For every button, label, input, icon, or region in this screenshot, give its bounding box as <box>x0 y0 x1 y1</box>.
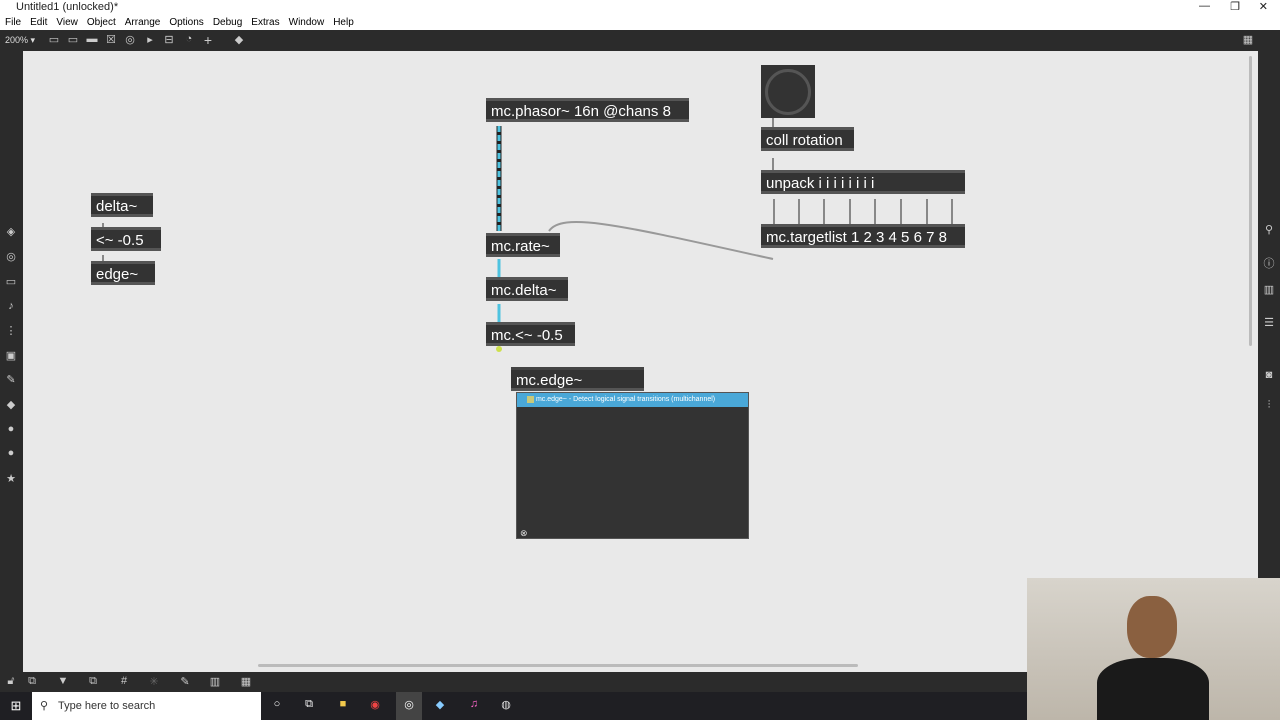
search-icon[interactable]: ⚲ <box>1264 224 1274 236</box>
presenter-shirt <box>1097 658 1209 720</box>
object-icon <box>527 395 534 403</box>
minimize-button[interactable]: — <box>1199 0 1210 12</box>
number-icon[interactable]: ▸ <box>147 34 153 46</box>
app-icon[interactable]: ◍ <box>501 699 511 711</box>
horizontal-scrollbar[interactable] <box>258 664 858 667</box>
object-delta[interactable]: delta~ <box>91 193 153 217</box>
itunes-icon[interactable]: ♫ <box>469 698 479 710</box>
music-icon[interactable]: ♪ <box>8 300 14 312</box>
object-mc-delta[interactable]: mc.delta~ <box>486 277 568 301</box>
add-icon[interactable]: + <box>203 32 213 48</box>
new-view-icon[interactable]: ⧉ <box>89 675 97 687</box>
object-coll[interactable]: coll rotation <box>761 127 854 151</box>
object-edge[interactable]: edge~ <box>91 261 155 285</box>
mixer-icon[interactable]: ⋮ <box>5 325 17 337</box>
object-lt[interactable]: <~ -0.5 <box>91 227 161 251</box>
autocomplete-item-name: mc.edge~ <box>535 396 567 403</box>
object-mc-rate[interactable]: mc.rate~ <box>486 233 560 257</box>
object-box-icon[interactable]: ▭ <box>48 34 60 46</box>
message-icon[interactable]: ▭ <box>67 34 79 46</box>
file-explorer-icon[interactable]: ■ <box>339 698 347 710</box>
camera-icon[interactable]: ◙ <box>1265 369 1273 381</box>
left-sidebar: ◈ ◎ ▭ ♪ ⋮ ▣ ✎ ◆ ● ● ★ <box>0 51 23 672</box>
wrench-icon[interactable]: ✎ <box>180 676 190 688</box>
snap-icon[interactable]: ✳ <box>149 676 159 688</box>
chrome-icon[interactable]: ◉ <box>370 699 380 711</box>
vertical-scrollbar[interactable] <box>1249 56 1252 346</box>
menu-window[interactable]: Window <box>288 17 325 28</box>
title-bar: Untitled1 (unlocked)* — ❐ ✕ <box>0 0 1280 15</box>
menu-edit[interactable]: Edit <box>30 17 48 28</box>
menu-extras[interactable]: Extras <box>251 17 280 28</box>
star-icon[interactable]: ★ <box>6 473 16 485</box>
inspector-icon[interactable]: ⓘ <box>1263 258 1275 270</box>
object-mc-edge-editing[interactable]: mc.edge~ <box>511 367 644 391</box>
settings-icon[interactable]: ⫶ <box>1267 399 1271 411</box>
menu-file[interactable]: File <box>5 17 22 28</box>
image-icon[interactable]: ▣ <box>5 350 17 362</box>
lock-icon[interactable]: 🔓︎ <box>7 675 15 687</box>
patcher-canvas[interactable]: mc.phasor~ 16n @chans 8 coll rotation un… <box>23 51 1258 672</box>
toolbar: 200% ▾ ▭ ▭ ▬ ☒ ◎ ▸ ⊟ ◔ + ◆ ▦ <box>0 30 1280 51</box>
bottom-toolbar: 🔓︎ ⧉ ▼ ⧉ # ✳ ✎ ▥ ▦ <box>0 672 1280 692</box>
menu-view[interactable]: View <box>56 17 78 28</box>
book-icon[interactable]: ▥ <box>1263 284 1275 296</box>
circle-icon[interactable]: ◎ <box>6 251 16 263</box>
max-app-icon[interactable]: ◎ <box>396 692 422 720</box>
button-icon[interactable]: ◎ <box>125 34 135 46</box>
menu-debug[interactable]: Debug <box>212 17 243 28</box>
grid-icon[interactable]: ▦ <box>1242 34 1254 46</box>
paint-icon[interactable]: ◆ <box>234 34 244 46</box>
presenter-face <box>1127 596 1177 658</box>
dial[interactable] <box>761 65 815 118</box>
webcam-overlay <box>1027 578 1280 720</box>
object-mc-lt[interactable]: mc.<~ -0.5 <box>486 322 575 346</box>
object-unpack[interactable]: unpack i i i i i i i i <box>761 170 965 194</box>
info-icon[interactable]: ● <box>7 423 15 435</box>
panel-icon[interactable]: ▭ <box>5 276 17 288</box>
packages-icon[interactable]: ◈ <box>6 226 16 238</box>
taskbar-search-input[interactable]: ⚲ Type here to search <box>32 692 261 720</box>
search-icon: ⚲ <box>40 700 49 712</box>
autocomplete-item-description: - Detect logical signal transitions (mul… <box>566 396 716 403</box>
piano-icon[interactable]: ▥ <box>209 676 221 688</box>
menu-arrange[interactable]: Arrange <box>124 17 161 28</box>
autocomplete-item[interactable]: mc.edge~ - Detect logical signal transit… <box>517 393 748 407</box>
debug-icon[interactable]: ▼ <box>57 675 69 687</box>
plugin-icon[interactable]: ◆ <box>6 399 16 411</box>
windows-start-icon[interactable]: ⊞ <box>10 698 22 713</box>
autocomplete-popup: mc.edge~ - Detect logical signal transit… <box>516 392 749 539</box>
menu-object[interactable]: Object <box>86 17 116 28</box>
comment-icon[interactable]: ▬ <box>86 33 98 45</box>
menu-bar: File Edit View Object Arrange Options De… <box>0 15 1280 30</box>
dial-icon[interactable]: ◔ <box>185 33 193 45</box>
task-view-icon[interactable]: ⧉ <box>305 698 313 710</box>
beap-icon[interactable]: ● <box>7 447 15 459</box>
menu-help[interactable]: Help <box>333 17 354 28</box>
zoom-select[interactable]: 200% ▾ <box>5 35 36 45</box>
steam-icon[interactable]: ◆ <box>435 699 445 711</box>
search-placeholder: Type here to search <box>58 700 156 712</box>
close-button[interactable]: ✕ <box>1258 1 1268 13</box>
close-popup-icon[interactable]: ⊗ <box>520 528 528 538</box>
menu-options[interactable]: Options <box>169 17 204 28</box>
right-sidebar: ⚲ ⓘ ▥ ☰ ◙ ⫶ <box>1258 51 1280 672</box>
object-mc-phasor[interactable]: mc.phasor~ 16n @chans 8 <box>486 98 689 122</box>
window-title: Untitled1 (unlocked)* <box>16 1 119 13</box>
pencil-icon[interactable]: ✎ <box>6 374 16 386</box>
cortana-icon[interactable]: ○ <box>273 698 281 710</box>
keyboard-icon[interactable]: ▦ <box>240 676 252 688</box>
grid-toggle-icon[interactable]: # <box>120 675 128 687</box>
object-mc-targetlist[interactable]: mc.targetlist 1 2 3 4 5 6 7 8 <box>761 224 965 248</box>
slider-icon[interactable]: ⊟ <box>164 34 174 46</box>
toggle-icon[interactable]: ☒ <box>106 34 116 46</box>
list-icon[interactable]: ☰ <box>1264 317 1274 329</box>
presentation-icon[interactable]: ⧉ <box>28 675 36 687</box>
maximize-button[interactable]: ❐ <box>1230 1 1240 13</box>
